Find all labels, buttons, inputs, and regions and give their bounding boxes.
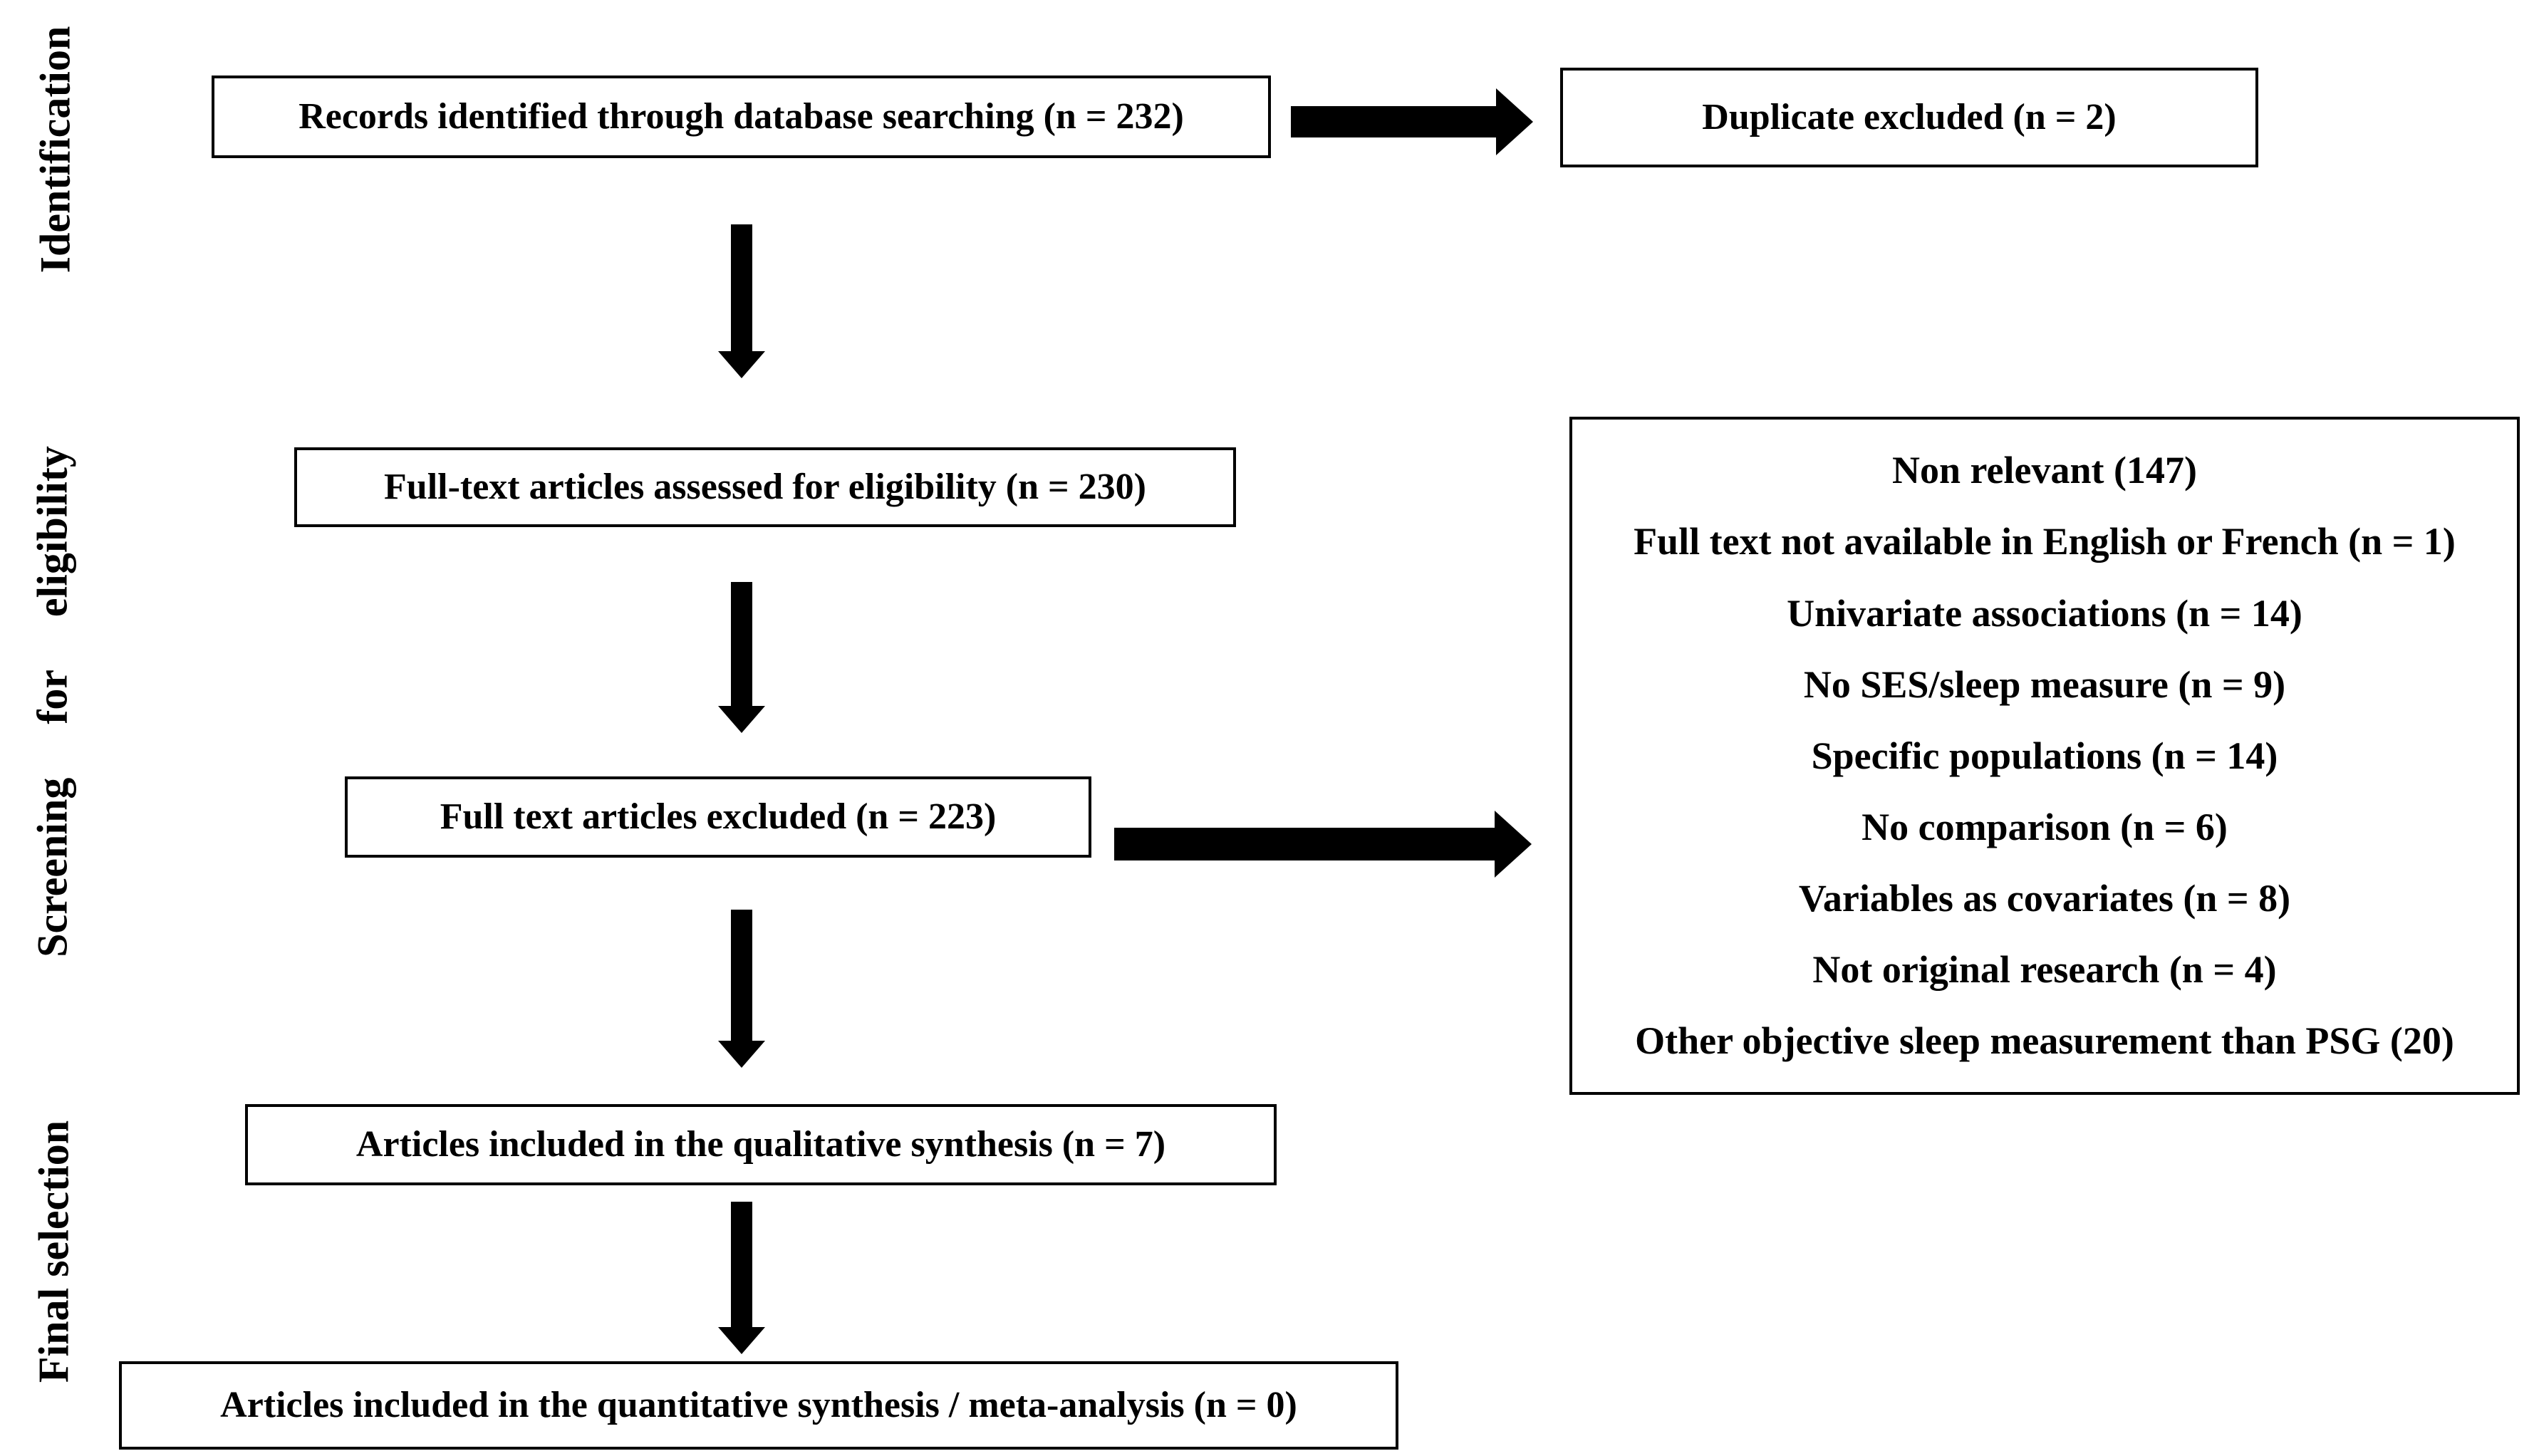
qualitative-synthesis-label: Articles included in the qualitative syn…	[355, 1123, 1166, 1165]
arrow-head	[1495, 811, 1532, 878]
exclusion-reason-line: Not original research (n = 4)	[1812, 947, 2277, 991]
exclusion-reason-line: Non relevant (147)	[1892, 449, 2197, 492]
fulltext-excluded-label: Full text articles excluded (n = 223)	[440, 796, 997, 837]
fulltext-excluded-box: Full text articles excluded (n = 223)	[345, 776, 1091, 858]
fulltext-assessed-box: Full-text articles assessed for eligibil…	[294, 447, 1236, 527]
arrow-shaft	[731, 910, 752, 1042]
stage-label-identification: Identification	[31, 26, 79, 274]
stage-label-screening-for-eligibility: Screening for eligibility	[28, 446, 76, 957]
arrow-shaft	[1291, 106, 1497, 137]
arrow-shaft	[731, 582, 752, 707]
arrow-shaft	[731, 224, 752, 353]
records-identified-label: Records identified through database sear…	[298, 95, 1184, 137]
qualitative-synthesis-box: Articles included in the qualitative syn…	[245, 1104, 1277, 1185]
exclusion-reason-line: Other objective sleep measurement than P…	[1635, 1019, 2454, 1062]
arrow-head	[718, 1041, 765, 1068]
arrow-shaft	[1114, 828, 1496, 860]
arrow-head	[718, 706, 765, 733]
records-identified-box: Records identified through database sear…	[212, 76, 1271, 158]
exclusion-reason-line: No SES/sleep measure (n = 9)	[1803, 662, 2286, 706]
quantitative-synthesis-label: Articles included in the quantitative sy…	[220, 1384, 1297, 1425]
quantitative-synthesis-box: Articles included in the quantitative sy…	[119, 1361, 1398, 1450]
exclusion-reason-line: Full text not available in English or Fr…	[1634, 520, 2456, 563]
fulltext-assessed-label: Full-text articles assessed for eligibil…	[384, 466, 1146, 507]
duplicates-excluded-label: Duplicate excluded (n = 2)	[1702, 96, 2117, 137]
exclusion-reason-line: Univariate associations (n = 14)	[1787, 591, 2302, 635]
exclusion-reason-line: No comparison (n = 6)	[1861, 805, 2228, 848]
stage-label-final-selection: Final selection	[30, 1120, 78, 1383]
exclusion-reason-line: Variables as covariates (n = 8)	[1798, 876, 2291, 920]
arrow-head	[1496, 88, 1533, 155]
duplicates-excluded-box: Duplicate excluded (n = 2)	[1560, 68, 2258, 167]
arrow-head	[718, 1327, 765, 1354]
exclusion-reasons-box: Non relevant (147) Full text not availab…	[1569, 417, 2520, 1095]
exclusion-reason-line: Specific populations (n = 14)	[1811, 734, 2278, 777]
arrow-shaft	[731, 1202, 752, 1328]
arrow-head	[718, 351, 765, 378]
